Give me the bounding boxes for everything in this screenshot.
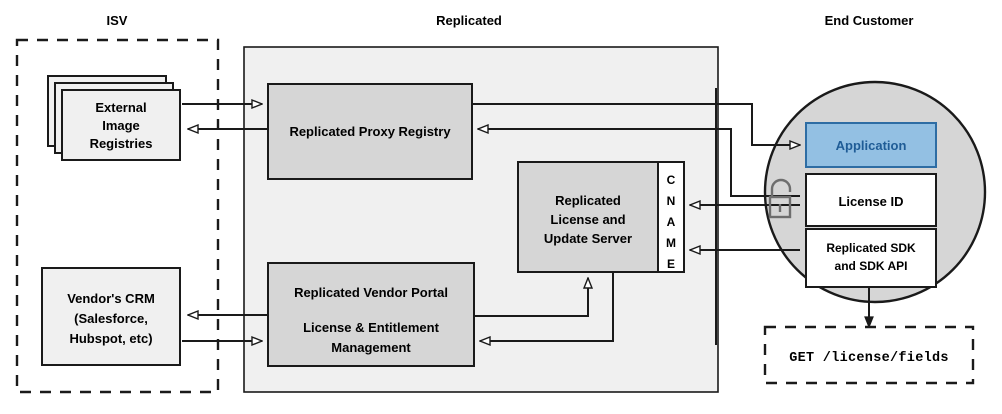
replicated-license-update-server-node[interactable]: Replicated License and Update Server <box>517 161 659 273</box>
license-server-line-3: Update Server <box>544 231 632 246</box>
cname-letter-e: E <box>667 257 675 271</box>
api-request-label: GET /license/fields <box>789 351 949 366</box>
application-box <box>805 122 937 168</box>
replicated-proxy-registry-box <box>267 83 473 180</box>
application-label: Application <box>836 138 907 153</box>
replicated-vendor-portal-node[interactable]: Replicated Vendor Portal License & Entit… <box>267 262 475 367</box>
connector-vendorportal-to-license-server <box>474 278 588 317</box>
license-id-box <box>805 173 937 227</box>
vendors-crm-line-3: Hubspot, etc) <box>69 331 152 346</box>
vendor-portal-title: Replicated Vendor Portal <box>294 285 448 300</box>
zone-label-isv: ISV <box>107 13 128 28</box>
replicated-sdk-line-2: and SDK API <box>835 259 908 273</box>
connector-application-to-proxy <box>478 129 800 197</box>
license-server-line-2: License and <box>550 212 625 227</box>
license-id-label: License ID <box>838 194 903 209</box>
replicated-sdk-line-1: Replicated SDK <box>826 241 916 255</box>
isv-zone-boundary <box>15 38 220 394</box>
cname-strip-box <box>657 161 685 273</box>
external-image-registries-line-3: Registries <box>90 136 153 151</box>
replicated-vendor-portal-box <box>267 262 475 367</box>
zone-label-end-customer: End Customer <box>825 13 914 28</box>
external-image-registries-node[interactable]: External Image Registries <box>47 75 181 161</box>
application-node[interactable]: Application <box>805 122 937 168</box>
zone-label-replicated: Replicated <box>436 13 502 28</box>
replicated-license-update-server-box <box>517 161 659 273</box>
cname-letter-m: M <box>666 236 676 250</box>
api-request-boundary <box>763 325 975 385</box>
replicated-proxy-registry-label: Replicated Proxy Registry <box>289 124 451 139</box>
replicated-sdk-node[interactable]: Replicated SDK and SDK API <box>805 228 937 288</box>
replicated-proxy-registry-node[interactable]: Replicated Proxy Registry <box>267 83 473 180</box>
external-image-registries-stack-front <box>61 89 181 161</box>
license-id-node[interactable]: License ID <box>805 173 937 227</box>
external-image-registries-line-1: External <box>95 100 146 115</box>
cname-strip-node[interactable]: C N A M E <box>657 161 685 273</box>
vendor-portal-subtitle-1: License & Entitlement <box>303 320 439 335</box>
replicated-sdk-box <box>805 228 937 288</box>
license-server-line-1: Replicated <box>555 193 621 208</box>
cname-letter-c: C <box>667 173 676 187</box>
api-request-node[interactable]: GET /license/fields <box>763 325 975 385</box>
vendors-crm-box <box>41 267 181 366</box>
cname-letter-a: A <box>667 215 676 229</box>
unlock-icon <box>768 178 792 219</box>
vendors-crm-line-2: (Salesforce, <box>74 311 148 326</box>
connector-proxy-to-application <box>472 103 800 145</box>
cname-letter-n: N <box>667 194 676 208</box>
connector-license-server-to-vendorportal <box>480 272 614 341</box>
vendors-crm-line-1: Vendor's CRM <box>67 291 155 306</box>
external-image-registries-line-2: Image <box>102 118 140 133</box>
vendors-crm-node[interactable]: Vendor's CRM (Salesforce, Hubspot, etc) <box>41 267 181 366</box>
vendor-portal-subtitle-2: Management <box>331 340 411 355</box>
